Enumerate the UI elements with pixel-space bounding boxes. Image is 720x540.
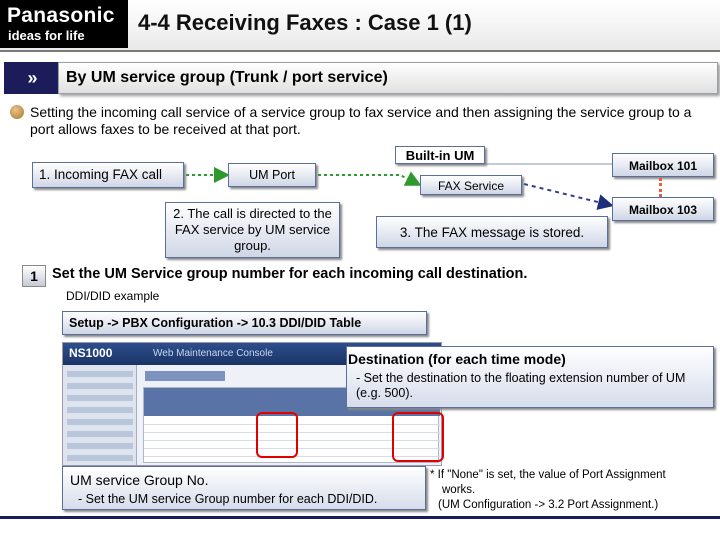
table-row — [144, 442, 440, 449]
arrow-fax-service-to-mailbox — [523, 183, 614, 210]
section-bar — [58, 62, 718, 94]
table-row — [144, 434, 440, 441]
logo-brand: Panasonic — [7, 4, 115, 27]
console-sidebar-item — [67, 383, 133, 389]
um-port-box: UM Port — [228, 163, 316, 187]
console-sidebar-item — [67, 407, 133, 413]
console-sidebar-item — [67, 431, 133, 437]
mailbox-range-connector — [659, 178, 663, 197]
console-sidebar-item — [67, 455, 133, 461]
builtin-um-label: Built-in UM — [395, 146, 485, 164]
fax-service-box: FAX Service — [420, 175, 522, 195]
console-sidebar-item — [67, 443, 133, 449]
service-group-column-highlight — [392, 412, 444, 462]
section-heading: By UM service group (Trunk / port servic… — [66, 69, 388, 86]
footnote: * If "None" is set, the value of Port As… — [430, 468, 715, 513]
destination-callout — [346, 346, 714, 408]
console-sidebar — [63, 365, 137, 465]
console-sidebar-item — [67, 371, 133, 377]
ddi-example-label: DDI/DID example — [66, 289, 160, 303]
footnote-line-1: * If "None" is set, the value of Port As… — [430, 469, 666, 481]
mailbox-101-box: Mailbox 101 — [612, 153, 714, 177]
console-sidebar-item — [67, 395, 133, 401]
destination-column-highlight — [256, 412, 298, 458]
console-tab — [145, 371, 225, 381]
service-group-callout — [62, 466, 426, 510]
service-group-description: - Set the UM service Group number for ea… — [78, 492, 378, 506]
table-row — [144, 426, 440, 433]
step-number-badge: 1 — [22, 265, 46, 287]
mailbox-103-box: Mailbox 103 — [612, 197, 714, 221]
service-group-title: UM service Group No. — [70, 472, 209, 488]
table-row — [144, 418, 440, 425]
logo-tagline: ideas for life — [8, 28, 85, 43]
destination-description: - Set the destination to the floating ex… — [356, 371, 686, 400]
step1-instruction: Set the UM Service group number for each… — [52, 266, 528, 282]
double-chevron-right-icon: » — [4, 62, 58, 94]
footnote-line-2: works. — [442, 484, 476, 496]
footer-rule — [0, 516, 720, 519]
arrow-port-to-fax-service — [318, 171, 422, 186]
console-logo: NS1000 — [69, 346, 113, 360]
console-sidebar-item — [67, 419, 133, 425]
footnote-line-3: (UM Configuration -> 3.2 Port Assignment… — [438, 499, 659, 511]
incoming-fax-call-box: 1. Incoming FAX call — [32, 162, 184, 188]
step3-callout: 3. The FAX message is stored. — [376, 216, 608, 248]
panasonic-logo: Panasonic ideas for life — [0, 0, 128, 48]
page-title: 4-4 Receiving Faxes : Case 1 (1) — [138, 10, 472, 35]
setup-path-box: Setup -> PBX Configuration -> 10.3 DDI/D… — [62, 311, 427, 335]
bullet-icon — [10, 105, 24, 119]
intro-text: Setting the incoming call service of a s… — [30, 104, 692, 137]
destination-title: Destination (for each time mode) — [348, 351, 566, 367]
step2-callout: 2. The call is directed to the FAX servi… — [165, 202, 340, 258]
console-title: Web Maintenance Console — [153, 348, 273, 359]
